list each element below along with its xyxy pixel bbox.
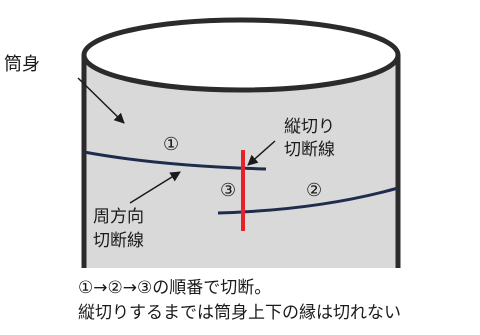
circumferential-cut-label-line2: 切断線 <box>93 231 144 251</box>
caption-line-2: 縦切りするまでは筒身上下の縁は切れない <box>78 303 401 323</box>
caption: ①→②→③の順番で切断。 縦切りするまでは筒身上下の縁は切れない <box>78 276 478 326</box>
caption-line-1: ①→②→③の順番で切断。 <box>78 278 272 298</box>
marker-2: ② <box>306 180 322 201</box>
vertical-cut-label-line2: 切断線 <box>284 140 335 160</box>
cylinder-top-rim <box>81 17 401 93</box>
marker-1: ① <box>163 134 179 155</box>
body-label-arrow <box>77 77 125 124</box>
body-label: 筒身 <box>4 54 40 75</box>
vertical-cut-label-line1: 縦切り <box>284 117 335 137</box>
circumferential-cut-label-line1: 周方向 <box>93 207 144 227</box>
circumferential-cut-arrow <box>129 171 181 204</box>
marker-3: ③ <box>220 180 236 201</box>
vertical-cut-arrow <box>247 140 276 166</box>
